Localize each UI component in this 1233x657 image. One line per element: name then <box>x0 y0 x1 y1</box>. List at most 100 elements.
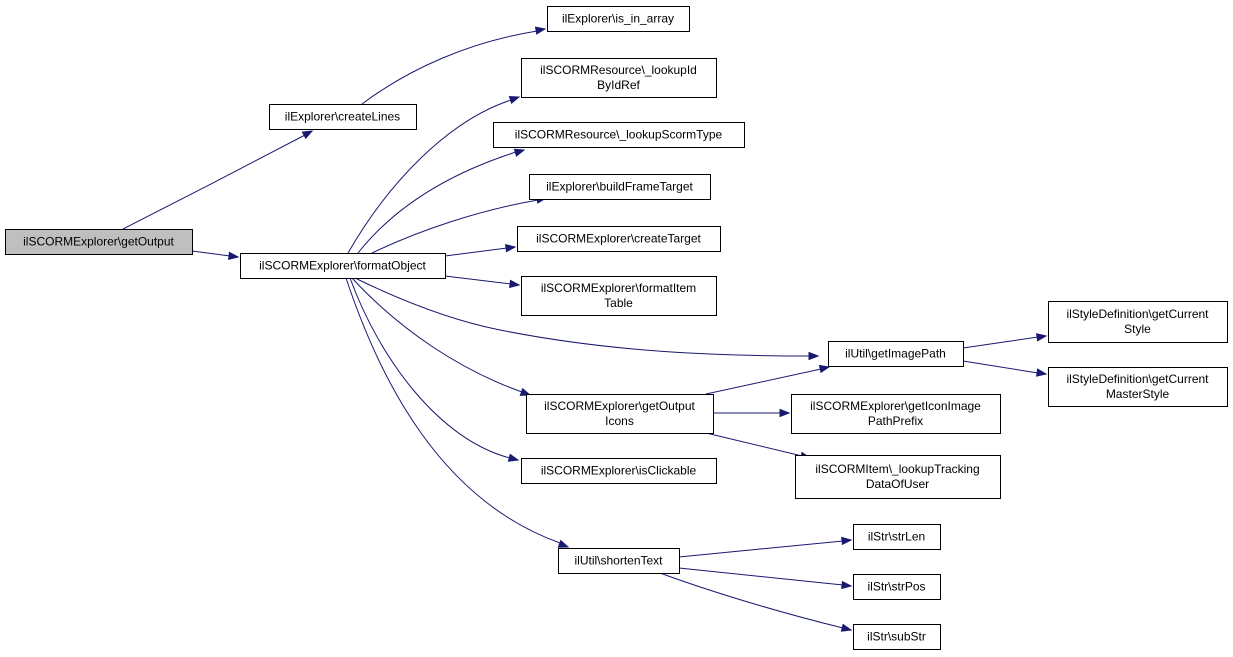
node-strLen[interactable]: ilStr\strLen <box>853 524 941 550</box>
node-label: PathPrefix <box>868 414 923 428</box>
node-label: ilExplorer\buildFrameTarget <box>546 180 693 194</box>
edge-line <box>444 275 512 285</box>
node-box <box>521 276 717 316</box>
edge-line <box>444 247 508 257</box>
node-strPos[interactable]: ilStr\strPos <box>853 574 941 600</box>
edge-line <box>351 277 523 393</box>
node-label: ilStyleDefinition\getCurrent <box>1066 372 1209 386</box>
edge-arrowhead <box>779 408 791 418</box>
edge-line <box>705 432 803 457</box>
node-box <box>526 394 714 434</box>
edge-arrowhead <box>1036 333 1048 342</box>
edge-line <box>347 99 512 254</box>
edge-arrowhead <box>519 387 532 396</box>
edge-arrowhead <box>507 453 520 462</box>
node-label: DataOfUser <box>866 477 929 491</box>
node-buildFrameTarget[interactable]: ilExplorer\buildFrameTarget <box>529 174 711 200</box>
node-label: ilSCORMExplorer\getIconImage <box>810 399 981 413</box>
edge-getOutput-to-formatObject <box>191 250 240 260</box>
edge-line <box>962 336 1039 349</box>
node-label: Style <box>1124 322 1151 336</box>
node-getOutput[interactable]: ilSCORMExplorer\getOutput <box>5 229 193 255</box>
edge-arrowhead <box>301 130 314 140</box>
node-box <box>795 455 1001 499</box>
edge-arrowhead <box>228 251 240 260</box>
node-label: ilSCORMExplorer\getOutput <box>23 235 174 249</box>
edge-getOutput-to-createLines <box>122 130 314 230</box>
edge-shortenText-to-strLen <box>678 536 853 558</box>
node-box <box>529 174 711 200</box>
node-box <box>558 548 680 574</box>
node-label: MasterStyle <box>1106 387 1170 401</box>
edge-arrowhead <box>840 623 853 632</box>
edge-createLines-to-is_in_array <box>361 26 547 105</box>
node-formatObject[interactable]: ilSCORMExplorer\formatObject <box>240 253 446 279</box>
edge-arrowhead <box>841 580 853 590</box>
node-shortenText[interactable]: ilUtil\shortenText <box>558 548 680 574</box>
node-label: ilUtil\shortenText <box>574 554 663 568</box>
edge-arrowhead <box>509 279 521 289</box>
node-label: ilSCORMItem\_lookupTracking <box>815 462 979 476</box>
node-isClickable[interactable]: ilSCORMExplorer\isClickable <box>521 458 717 484</box>
node-label: ilSCORMExplorer\createTarget <box>536 232 701 246</box>
edge-arrowhead <box>808 351 820 361</box>
edge-formatObject-to-lookupScormType <box>357 148 526 254</box>
node-label: ilStr\subStr <box>867 630 926 644</box>
edge-line <box>354 277 811 357</box>
edge-arrowhead <box>841 536 853 546</box>
node-createLines[interactable]: ilExplorer\createLines <box>269 104 417 130</box>
node-createTarget[interactable]: ilSCORMExplorer\createTarget <box>517 226 721 252</box>
edge-line <box>345 277 561 544</box>
node-box <box>493 122 745 148</box>
edge-formatObject-to-formatItemTable <box>444 275 521 289</box>
edge-arrowhead <box>513 148 526 157</box>
node-box <box>791 394 1001 434</box>
node-box <box>1048 367 1228 407</box>
node-subStr[interactable]: ilStr\subStr <box>853 624 941 650</box>
node-label: Table <box>604 296 633 310</box>
node-box <box>853 574 941 600</box>
node-box <box>521 458 717 484</box>
edge-line <box>371 199 539 254</box>
node-box <box>269 104 417 130</box>
edge-getOutputIcons-to-getIconImagePathPrefix <box>713 408 791 418</box>
edge-arrowhead <box>505 244 517 253</box>
node-getImagePath[interactable]: ilUtil\getImagePath <box>828 341 964 367</box>
edge-line <box>659 572 844 629</box>
node-label: Icons <box>605 414 634 428</box>
edge-line <box>962 360 1039 374</box>
node-box <box>521 58 717 98</box>
node-lookupScormType[interactable]: ilSCORMResource\_lookupScormType <box>493 122 745 148</box>
edge-formatObject-to-shortenText <box>345 277 570 548</box>
node-label: ilStyleDefinition\getCurrent <box>1066 307 1209 321</box>
edge-line <box>678 540 844 558</box>
edge-shortenText-to-subStr <box>659 572 853 632</box>
node-is_in_array[interactable]: ilExplorer\is_in_array <box>547 6 690 32</box>
edge-line <box>705 368 822 395</box>
edge-getOutputIcons-to-getImagePath <box>705 364 831 395</box>
node-label: ilStr\strLen <box>868 530 925 544</box>
node-label: ilExplorer\createLines <box>285 110 400 124</box>
edge-line <box>678 567 844 586</box>
node-box <box>828 341 964 367</box>
node-box <box>240 253 446 279</box>
node-label: ilSCORMExplorer\formatObject <box>259 259 426 273</box>
edge-arrowhead <box>1036 368 1048 377</box>
edge-formatObject-to-getOutputIcons <box>351 277 532 396</box>
edge-arrowhead <box>534 26 547 35</box>
node-label: ilSCORMExplorer\getOutput <box>544 399 695 413</box>
edge-line <box>361 30 538 105</box>
node-box <box>853 624 941 650</box>
node-box <box>5 229 193 255</box>
node-label: ByIdRef <box>597 78 640 92</box>
edge-arrowhead <box>818 364 831 374</box>
edge-formatObject-to-isClickable <box>349 277 520 462</box>
